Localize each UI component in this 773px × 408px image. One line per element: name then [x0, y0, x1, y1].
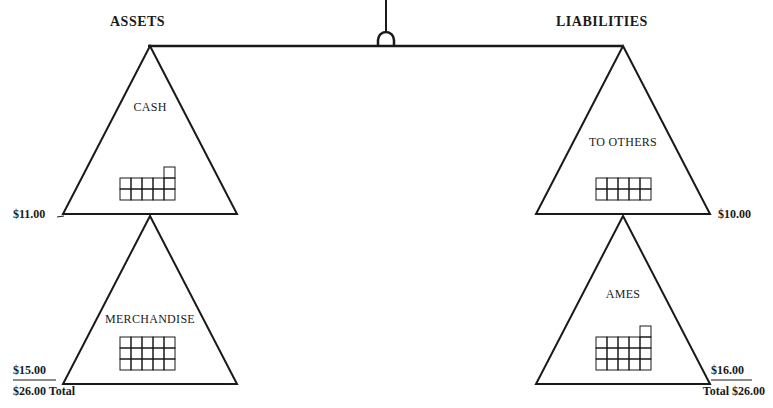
dollar-block	[618, 348, 629, 359]
triangle-outline	[63, 46, 237, 214]
dollar-block	[153, 337, 164, 348]
triangle-label: MERCHANDISE	[105, 312, 195, 326]
dollar-block	[131, 189, 142, 200]
dollar-block	[618, 178, 629, 189]
dollar-block	[120, 348, 131, 359]
hanger-line	[385, 0, 387, 33]
dollar-block	[164, 178, 175, 189]
dollar-block	[640, 337, 651, 348]
dollar-block	[640, 326, 651, 337]
dollar-block	[618, 189, 629, 200]
triangle-label: AMES	[606, 287, 641, 301]
amount-label: $15.00	[13, 363, 46, 378]
dollar-block	[640, 359, 651, 370]
dollar-block	[640, 348, 651, 359]
dollar-block	[629, 178, 640, 189]
triangle-weight: TO OTHERS	[535, 45, 711, 215]
hook	[378, 32, 394, 46]
dollar-block	[153, 189, 164, 200]
dollar-block	[607, 348, 618, 359]
dollar-block	[607, 178, 618, 189]
dollar-block	[142, 359, 153, 370]
dollar-block	[164, 359, 175, 370]
triangle-label: CASH	[133, 100, 166, 114]
triangle-weight: MERCHANDISE	[62, 215, 238, 385]
dollar-block	[153, 359, 164, 370]
triangle-outline-svg	[62, 215, 238, 385]
dollar-block	[131, 178, 142, 189]
dollar-block	[629, 189, 640, 200]
dollar-block	[164, 167, 175, 178]
dollar-block	[596, 348, 607, 359]
total-label: $26.00 Total	[13, 384, 75, 399]
triangle-weight: CASH	[62, 45, 238, 215]
dollar-block	[153, 178, 164, 189]
dollar-block	[153, 348, 164, 359]
amount-label: $11.00	[13, 207, 45, 222]
dollar-block	[596, 337, 607, 348]
dollar-block	[629, 337, 640, 348]
dollar-block	[596, 189, 607, 200]
triangle-weight: AMES	[535, 215, 711, 385]
dollar-block	[607, 337, 618, 348]
dollar-block	[120, 359, 131, 370]
balance-beam	[148, 45, 622, 48]
triangle-outline	[63, 216, 237, 384]
dollar-block	[596, 359, 607, 370]
triangle-outline-svg	[62, 45, 238, 215]
dollar-block	[142, 337, 153, 348]
dollar-block	[618, 337, 629, 348]
dollar-block	[131, 348, 142, 359]
sum-rule	[13, 380, 56, 381]
dollar-block	[607, 189, 618, 200]
dollar-block	[618, 359, 629, 370]
dollar-block	[131, 337, 142, 348]
dollar-block	[120, 337, 131, 348]
dollar-block	[164, 337, 175, 348]
dollar-block	[131, 359, 142, 370]
leader-dash	[57, 216, 64, 217]
triangle-label: TO OTHERS	[589, 135, 657, 149]
amount-label: $16.00	[711, 363, 744, 378]
dollar-block	[640, 189, 651, 200]
dollar-block	[640, 178, 651, 189]
dollar-block	[120, 189, 131, 200]
dollar-block	[164, 189, 175, 200]
sum-rule	[711, 380, 752, 381]
dollar-block	[596, 178, 607, 189]
dollar-block	[142, 348, 153, 359]
dollar-block	[629, 348, 640, 359]
total-label: Total $26.00	[703, 384, 765, 399]
amount-label: $10.00	[718, 207, 751, 222]
column-heading: LIABILITIES	[556, 14, 648, 29]
dollar-block	[629, 359, 640, 370]
dollar-block	[120, 178, 131, 189]
dollar-block	[164, 348, 175, 359]
dollar-block	[142, 178, 153, 189]
triangle-outline	[536, 216, 710, 384]
column-heading: ASSETS	[110, 14, 165, 29]
triangle-outline-svg	[535, 45, 711, 215]
dollar-block	[607, 359, 618, 370]
dollar-block	[142, 189, 153, 200]
triangle-outline	[536, 46, 710, 214]
